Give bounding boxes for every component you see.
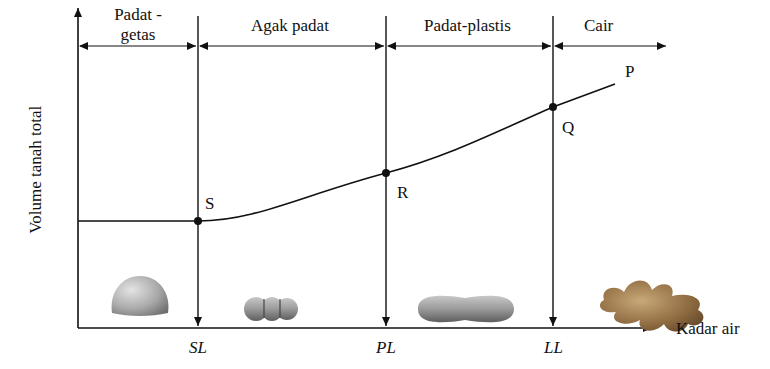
region-label: Cair <box>584 16 613 36</box>
soil-sample-crumbling <box>244 297 298 321</box>
span-arrow <box>555 45 666 46</box>
curve-point <box>549 103 557 111</box>
soil-sample-brittle <box>112 276 169 316</box>
curve-point <box>382 169 390 177</box>
soil-sample-plastic <box>418 296 514 323</box>
span-arrow <box>388 45 551 46</box>
span-arrow <box>80 45 196 46</box>
limit-line <box>197 16 198 326</box>
limit-label: PL <box>376 338 396 358</box>
volume-curve <box>78 84 615 221</box>
span-arrow <box>200 45 384 46</box>
limit-label: LL <box>544 338 563 358</box>
region-label: Agak padat <box>251 16 329 36</box>
point-label: P <box>625 62 634 82</box>
curve-point <box>194 217 202 225</box>
y-axis <box>77 8 79 328</box>
axis-label: Volume tanah total <box>26 106 46 234</box>
x-axis <box>78 327 652 329</box>
limit-line <box>552 16 553 326</box>
point-label: S <box>205 194 214 214</box>
point-label: R <box>397 183 408 203</box>
region-label: Padat-plastis <box>424 16 511 36</box>
axis-label: Kadar air <box>676 319 740 339</box>
region-label: Padat - getas <box>106 5 170 44</box>
point-label: Q <box>562 118 574 138</box>
limit-label: SL <box>189 338 207 358</box>
